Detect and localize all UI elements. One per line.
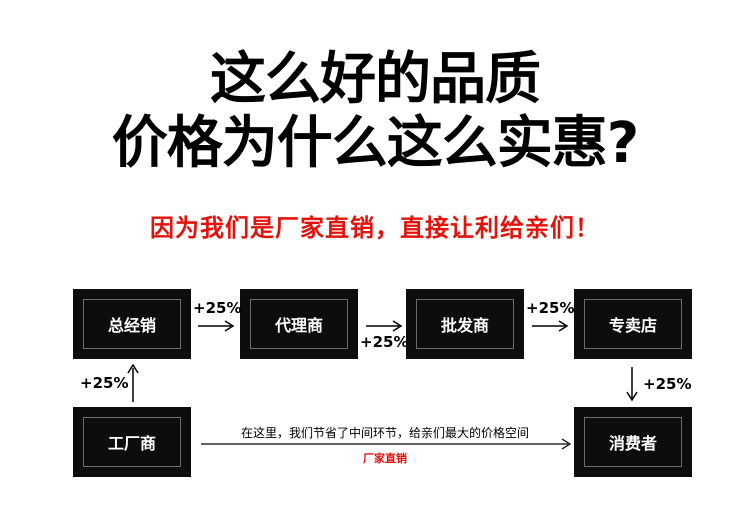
- markup-distributor-to-agent: +25%: [193, 299, 242, 317]
- arrow-distributor-to-agent: [198, 320, 235, 332]
- node-inner-border: [250, 299, 348, 349]
- node-label: 批发商: [440, 316, 489, 335]
- markup-agent-to-wholesaler: +25%: [360, 333, 409, 351]
- markup-wholesaler-to-store: +25%: [526, 299, 575, 317]
- direct-sale-label: 厂家直销: [363, 452, 407, 465]
- node-label: 工厂商: [107, 434, 156, 453]
- direct-sale-note: 在这里，我们节省了中间环节，给亲们最大的价格空间: [240, 426, 529, 440]
- headline-line-1: 这么好的品质: [210, 47, 541, 112]
- node-distributor: 总经销: [73, 289, 191, 359]
- node-wholesaler: 批发商: [406, 289, 524, 359]
- arrow-agent-to-wholesaler: [366, 320, 403, 332]
- headline-line-2: 价格为什么这么实惠?: [111, 111, 639, 176]
- node-agent: 代理商: [240, 289, 358, 359]
- node-consumer: 消费者: [574, 407, 692, 477]
- arrow-store-to-consumer: [626, 367, 638, 402]
- node-label: 消费者: [608, 434, 657, 453]
- node-inner-border: [584, 299, 682, 349]
- subheadline: 因为我们是厂家直销，直接让利给亲们！: [150, 214, 600, 242]
- node-inner-border: [83, 417, 181, 467]
- node-label: 代理商: [274, 316, 323, 335]
- node-label: 专卖店: [608, 316, 657, 335]
- node-label: 总经销: [107, 316, 156, 335]
- arrow-factory-to-consumer: [201, 438, 572, 450]
- arrow-wholesaler-to-store: [532, 320, 569, 332]
- markup-factory-to-distributor: +25%: [80, 374, 129, 392]
- node-inner-border: [584, 417, 682, 467]
- arrow-factory-to-distributor: [127, 364, 139, 402]
- node-inner-border: [83, 299, 181, 349]
- node-factory: 工厂商: [73, 407, 191, 477]
- markup-store-to-consumer: +25%: [643, 375, 692, 393]
- node-store: 专卖店: [574, 289, 692, 359]
- node-inner-border: [416, 299, 514, 349]
